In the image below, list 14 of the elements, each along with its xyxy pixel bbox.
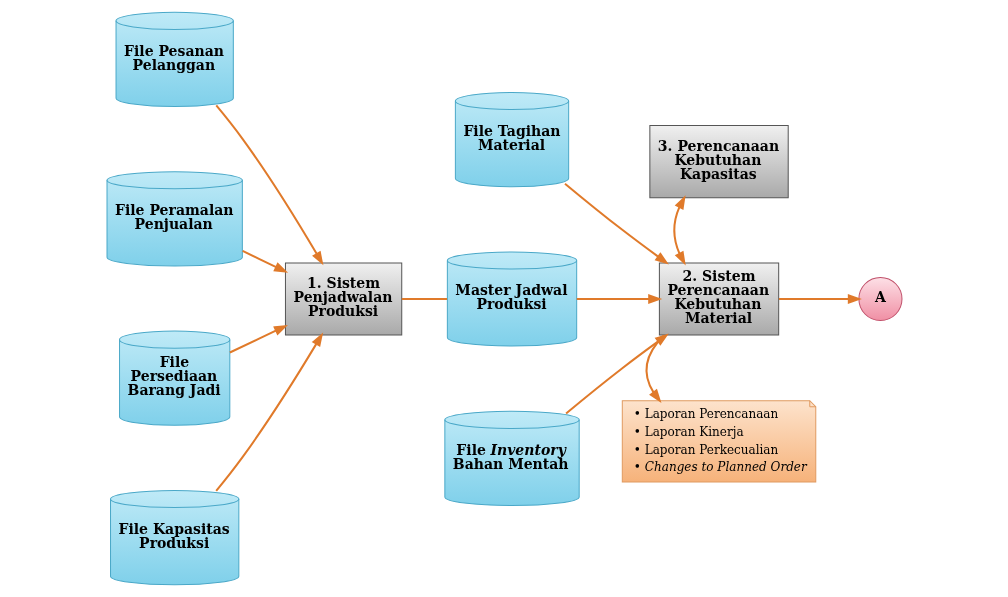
node-box: 2. Sistem Perencanaan Kebutuhan Material — [658, 262, 779, 336]
arrow — [241, 249, 288, 273]
arrow — [228, 324, 288, 354]
arrow — [575, 294, 662, 304]
arrow — [777, 294, 862, 304]
arrow — [564, 333, 669, 415]
arrow — [214, 332, 323, 492]
node-box: 3. Perencanaan Kebutuhan Kapasitas — [648, 125, 789, 199]
arrow — [672, 195, 686, 266]
node-box: 1. Sistem Penjadwalan Produksi — [284, 262, 402, 336]
arrow — [563, 182, 669, 265]
arrow — [214, 104, 323, 266]
node-circle: A — [857, 276, 902, 322]
connector — [400, 298, 448, 300]
